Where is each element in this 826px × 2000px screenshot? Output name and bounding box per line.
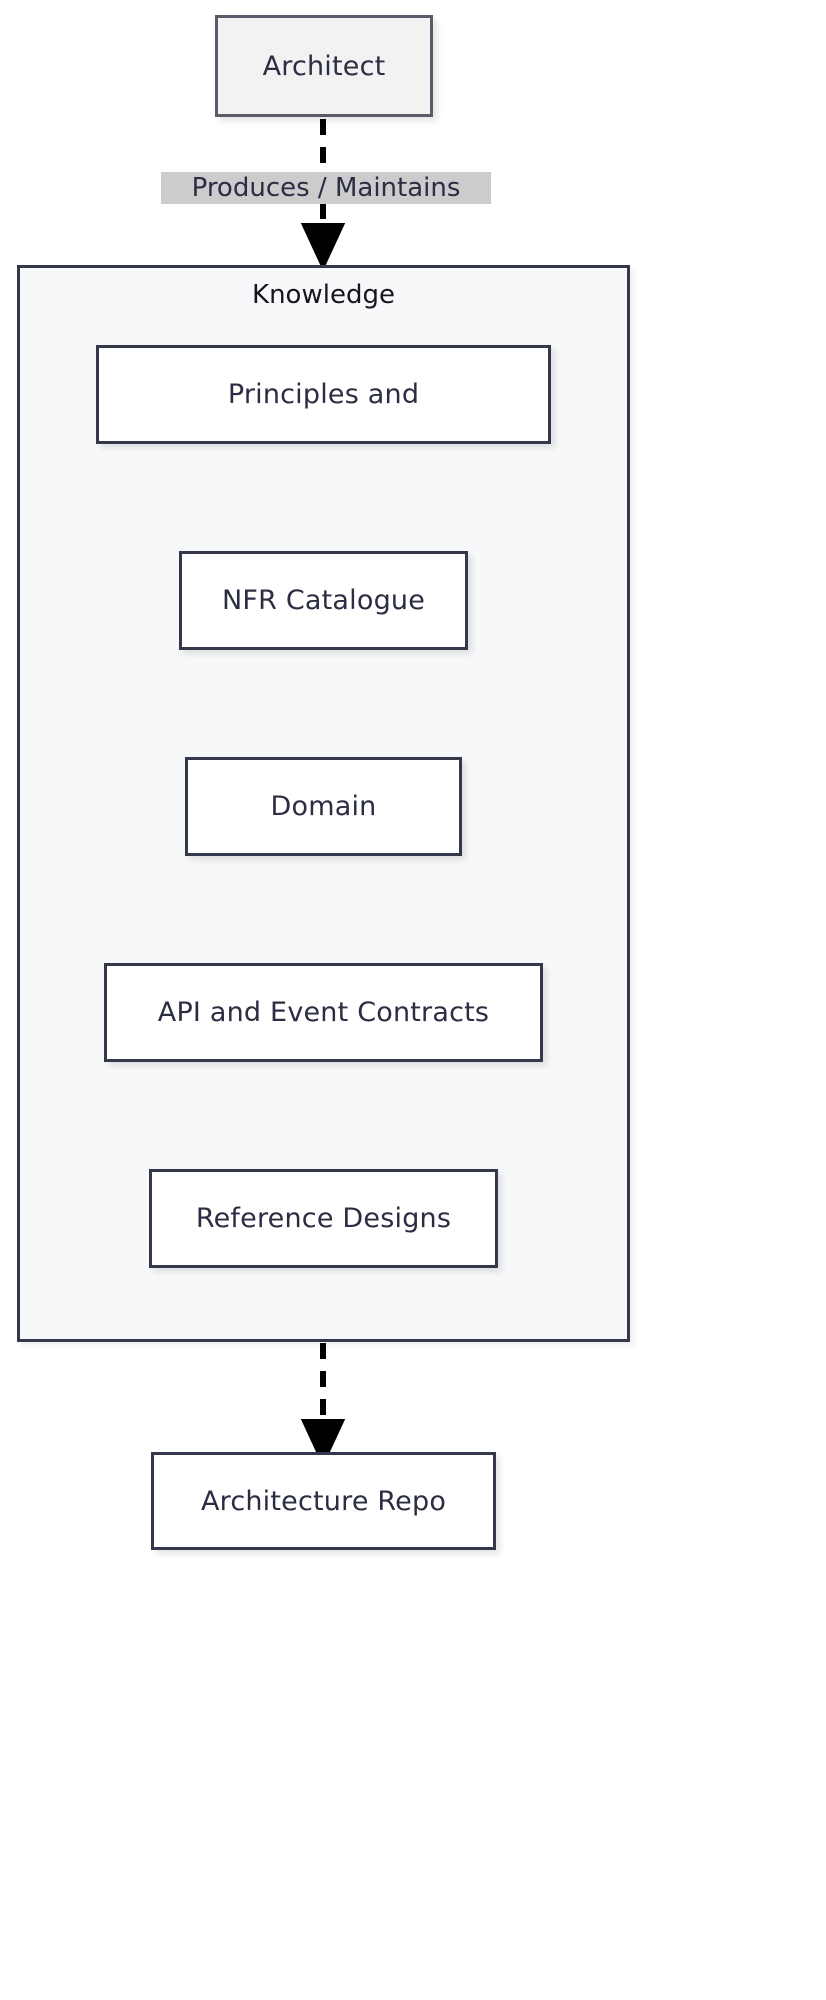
node-api-contracts[interactable]: API and Event Contracts [104, 963, 543, 1062]
node-architect[interactable]: Architect [215, 15, 433, 117]
subgraph-knowledge-title: Knowledge [252, 280, 395, 310]
node-domain[interactable]: Domain [185, 757, 462, 856]
node-principles[interactable]: Principles and [96, 345, 551, 444]
node-principles-label: Principles and [227, 379, 420, 410]
node-api-contracts-label: API and Event Contracts [157, 997, 490, 1028]
node-reference-designs-label: Reference Designs [195, 1203, 452, 1234]
node-architecture-repo[interactable]: Architecture Repo [151, 1452, 496, 1550]
node-architecture-repo-label: Architecture Repo [200, 1485, 447, 1517]
node-nfr-catalogue[interactable]: NFR Catalogue [179, 551, 468, 650]
edge-label-produces-maintains: Produces / Maintains [161, 172, 491, 204]
node-nfr-catalogue-label: NFR Catalogue [221, 585, 426, 616]
node-domain-label: Domain [270, 791, 377, 822]
node-reference-designs[interactable]: Reference Designs [149, 1169, 498, 1268]
node-architect-label: Architect [262, 50, 386, 82]
